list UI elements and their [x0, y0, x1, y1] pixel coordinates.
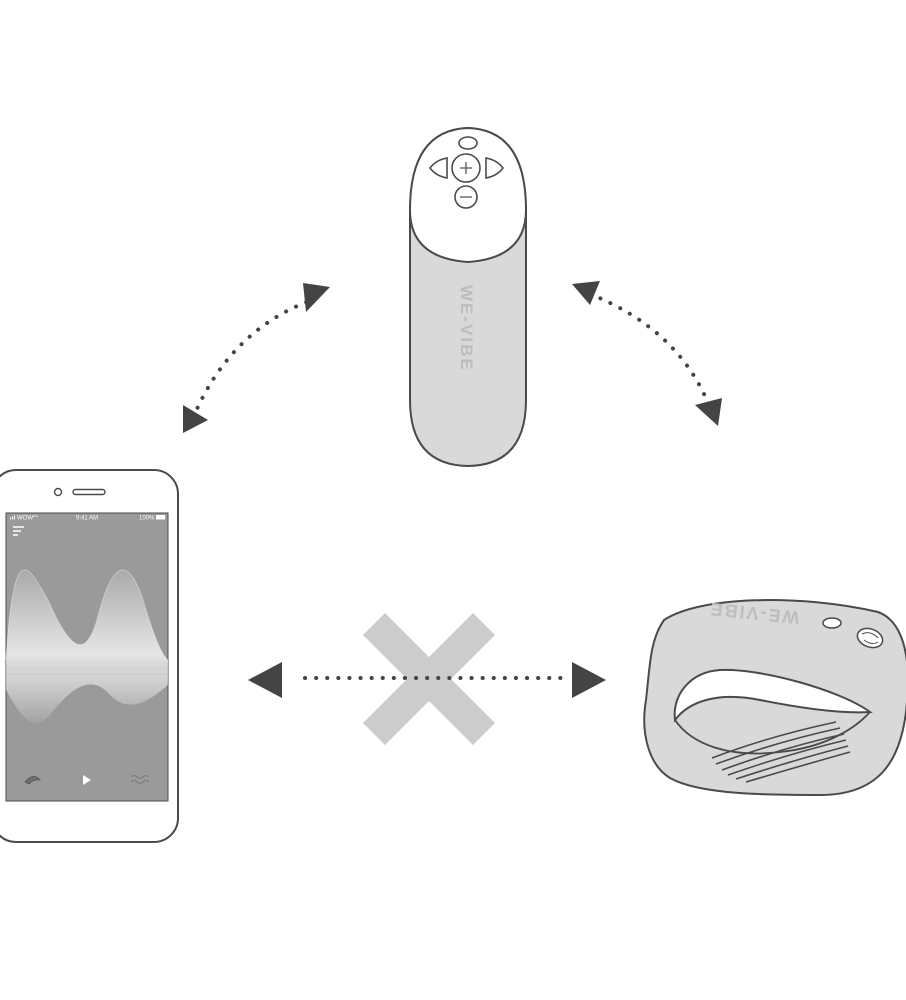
plus-icon [460, 162, 472, 174]
phone-status-bar: WOW 9:41 AM 100% [10, 515, 165, 522]
power-button[interactable] [458, 136, 478, 150]
left-button[interactable] [428, 157, 448, 179]
play-icon[interactable] [83, 775, 91, 785]
cross-icon [363, 613, 495, 745]
status-time: 9:41 AM [76, 516, 98, 522]
battery-icon [156, 515, 165, 520]
vibrator-inner-arm [674, 711, 871, 755]
signal-icon [10, 515, 15, 520]
dotted-arc-left [191, 298, 314, 420]
wifi-icon [32, 515, 39, 518]
status-carrier: WOW [17, 516, 33, 522]
arrowhead-to-device [695, 398, 722, 426]
vibration-waveform [5, 569, 169, 723]
vibrator-texture-ridges [711, 721, 851, 783]
arrowhead-to-remote [303, 283, 330, 312]
arrowhead-to-remote-right [572, 281, 600, 305]
arrowhead-to-phone-blocked [248, 662, 282, 698]
right-button[interactable] [485, 157, 505, 179]
app-menu-icon[interactable] [13, 526, 24, 536]
device-icon[interactable] [24, 776, 42, 785]
remote-brand-logo: WE-VIBE [457, 285, 476, 372]
couples-vibrator: WE-VIBE [643, 599, 906, 797]
smartphone: WOW 9:41 AM 100% [0, 469, 179, 843]
remote-control: WE-VIBE [408, 126, 528, 468]
blocked-connection [248, 613, 606, 745]
phone-camera [53, 487, 63, 497]
dotted-arc-right [588, 292, 712, 410]
phone-speaker [72, 488, 106, 496]
status-battery: 100% [139, 516, 155, 522]
arrowhead-to-phone [183, 405, 208, 433]
wave-pattern-icon[interactable] [130, 775, 150, 784]
vibrator-button-small[interactable] [822, 617, 842, 629]
arrow-phone-to-remote [183, 283, 330, 433]
arrowhead-to-device-blocked [572, 662, 606, 698]
arrow-remote-to-device [572, 281, 722, 426]
